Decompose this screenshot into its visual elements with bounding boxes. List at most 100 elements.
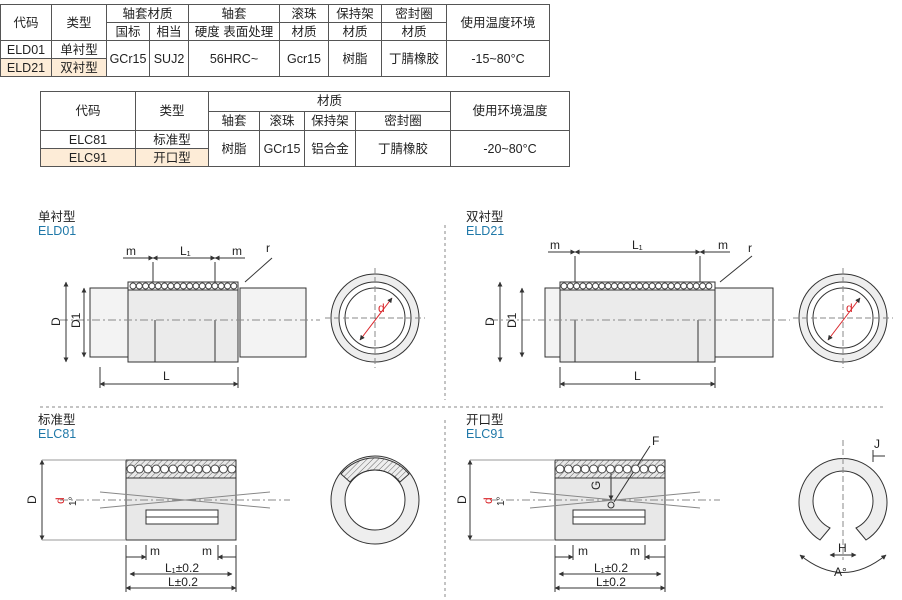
diagram-code: ELD01 — [38, 224, 77, 238]
ball-icon — [705, 282, 713, 290]
ball-icon — [192, 282, 200, 290]
ball-icon — [218, 464, 228, 474]
th-temp: 使用环境温度 — [450, 91, 570, 131]
spec-table-elc: 代码 类型 材质 使用环境温度 轴套 滚珠 保持架 密封圈 ELC81 标准型 … — [40, 91, 570, 167]
diagram-label-elc91: 开口型 ELC91 — [466, 413, 504, 441]
dim-inner-d: d — [378, 301, 385, 315]
dim-d: D — [483, 317, 497, 326]
ball-icon — [573, 282, 581, 290]
th-type: 类型 — [51, 4, 107, 41]
th-seal: 密封圈 — [381, 4, 447, 23]
ball-icon — [580, 464, 590, 474]
ball-icon — [642, 282, 650, 290]
ball-icon — [592, 282, 599, 290]
dim-l: L — [634, 369, 641, 383]
ball-icon — [193, 464, 203, 474]
diagram-label-eld01: 单衬型 ELD01 — [38, 210, 76, 238]
th-hardness: 硬度 表面处理 — [188, 22, 280, 41]
ball-icon — [631, 464, 641, 474]
diagram-title: 双衬型 — [466, 210, 504, 224]
dim-d: D — [455, 495, 469, 504]
ball-icon — [151, 464, 161, 474]
dim-inner-d: d — [53, 497, 67, 504]
ball-icon — [692, 282, 700, 290]
ball-icon — [142, 282, 150, 290]
ball-icon — [134, 464, 144, 474]
ball-icon — [160, 464, 170, 474]
th-cage: 保持架 — [304, 110, 356, 131]
diagram-label-elc81: 标准型 ELC81 — [38, 413, 76, 441]
ball-icon — [636, 282, 644, 290]
dim-d1: D1 — [505, 312, 519, 328]
cell-equiv: SUJ2 — [149, 40, 189, 77]
ball-icon — [699, 282, 707, 290]
cell-cage: 铝合金 — [304, 130, 356, 167]
ball-icon — [604, 282, 612, 290]
ball-icon — [202, 464, 212, 474]
ball-icon — [227, 464, 237, 474]
cell-hardness: 56HRC~ — [188, 40, 280, 77]
dim-g: G — [589, 481, 603, 490]
ball-icon — [173, 282, 181, 290]
ball-icon — [597, 464, 607, 474]
ball-icon — [211, 282, 219, 290]
cell-type: 双衬型 — [51, 58, 107, 77]
ball-icon — [224, 282, 231, 290]
dim-l1-tol: L₁±0.2 — [165, 561, 199, 575]
dim-h: H — [838, 541, 847, 555]
ball-icon — [563, 464, 573, 474]
cell-temp: -20~80°C — [450, 130, 570, 167]
balls-elc81 — [126, 464, 237, 474]
ball-icon — [655, 282, 662, 290]
drawing-eld21 — [490, 249, 893, 388]
dim-angle: 1° — [68, 496, 79, 506]
diagram-title: 单衬型 — [38, 210, 76, 224]
dim-inner-d: d — [481, 497, 495, 504]
dim-l1: L₁ — [180, 244, 191, 258]
ball-icon — [560, 282, 568, 290]
dim-m: m — [202, 544, 212, 558]
ball-icon — [610, 282, 618, 290]
cell-seal: 丁腈橡胶 — [355, 130, 451, 167]
ball-icon — [639, 464, 649, 474]
cell-seal: 丁腈橡胶 — [381, 40, 447, 77]
cell-code: ELD21 — [0, 58, 52, 77]
dim-d: D — [25, 495, 39, 504]
cell-code: ELC91 — [40, 148, 136, 167]
dim-f: F — [652, 434, 659, 448]
section-dividers — [40, 225, 885, 598]
ball-icon — [154, 282, 162, 290]
ball-icon — [217, 282, 225, 290]
ball-icon — [629, 282, 637, 290]
ball-icon — [168, 464, 178, 474]
th-type: 类型 — [135, 91, 209, 131]
dim-d1: D1 — [69, 312, 83, 328]
dim-m: m — [232, 244, 242, 258]
dim-m: m — [150, 544, 160, 558]
ball-icon — [555, 464, 565, 474]
dim-m: m — [718, 238, 728, 252]
diagram-title: 标准型 — [38, 413, 76, 427]
ball-icon — [129, 282, 137, 290]
dim-l1: L₁ — [632, 238, 643, 252]
ball-icon — [230, 282, 238, 290]
ball-icon — [667, 282, 675, 290]
th-temp: 使用温度环境 — [446, 4, 550, 41]
ball-icon — [605, 464, 615, 474]
ball-icon — [589, 464, 599, 474]
cell-temp: -15~80°C — [446, 40, 550, 77]
ball-icon — [585, 282, 593, 290]
ball-icon — [623, 282, 631, 290]
cell-type: 开口型 — [135, 148, 209, 167]
dim-m: m — [550, 238, 560, 252]
ball-icon — [198, 282, 206, 290]
ball-icon — [205, 282, 213, 290]
spec-table-eld: 代码 类型 轴套材质 轴套 滚珠 保持架 密封圈 使用温度环境 国标 相当 硬度… — [0, 4, 550, 77]
th-std: 国标 — [106, 22, 150, 41]
diagram-code: ELC81 — [38, 427, 77, 441]
ball-icon — [186, 282, 194, 290]
ball-icon — [167, 282, 175, 290]
th-sleeve: 轴套 — [208, 110, 260, 131]
dim-r: r — [748, 241, 752, 255]
